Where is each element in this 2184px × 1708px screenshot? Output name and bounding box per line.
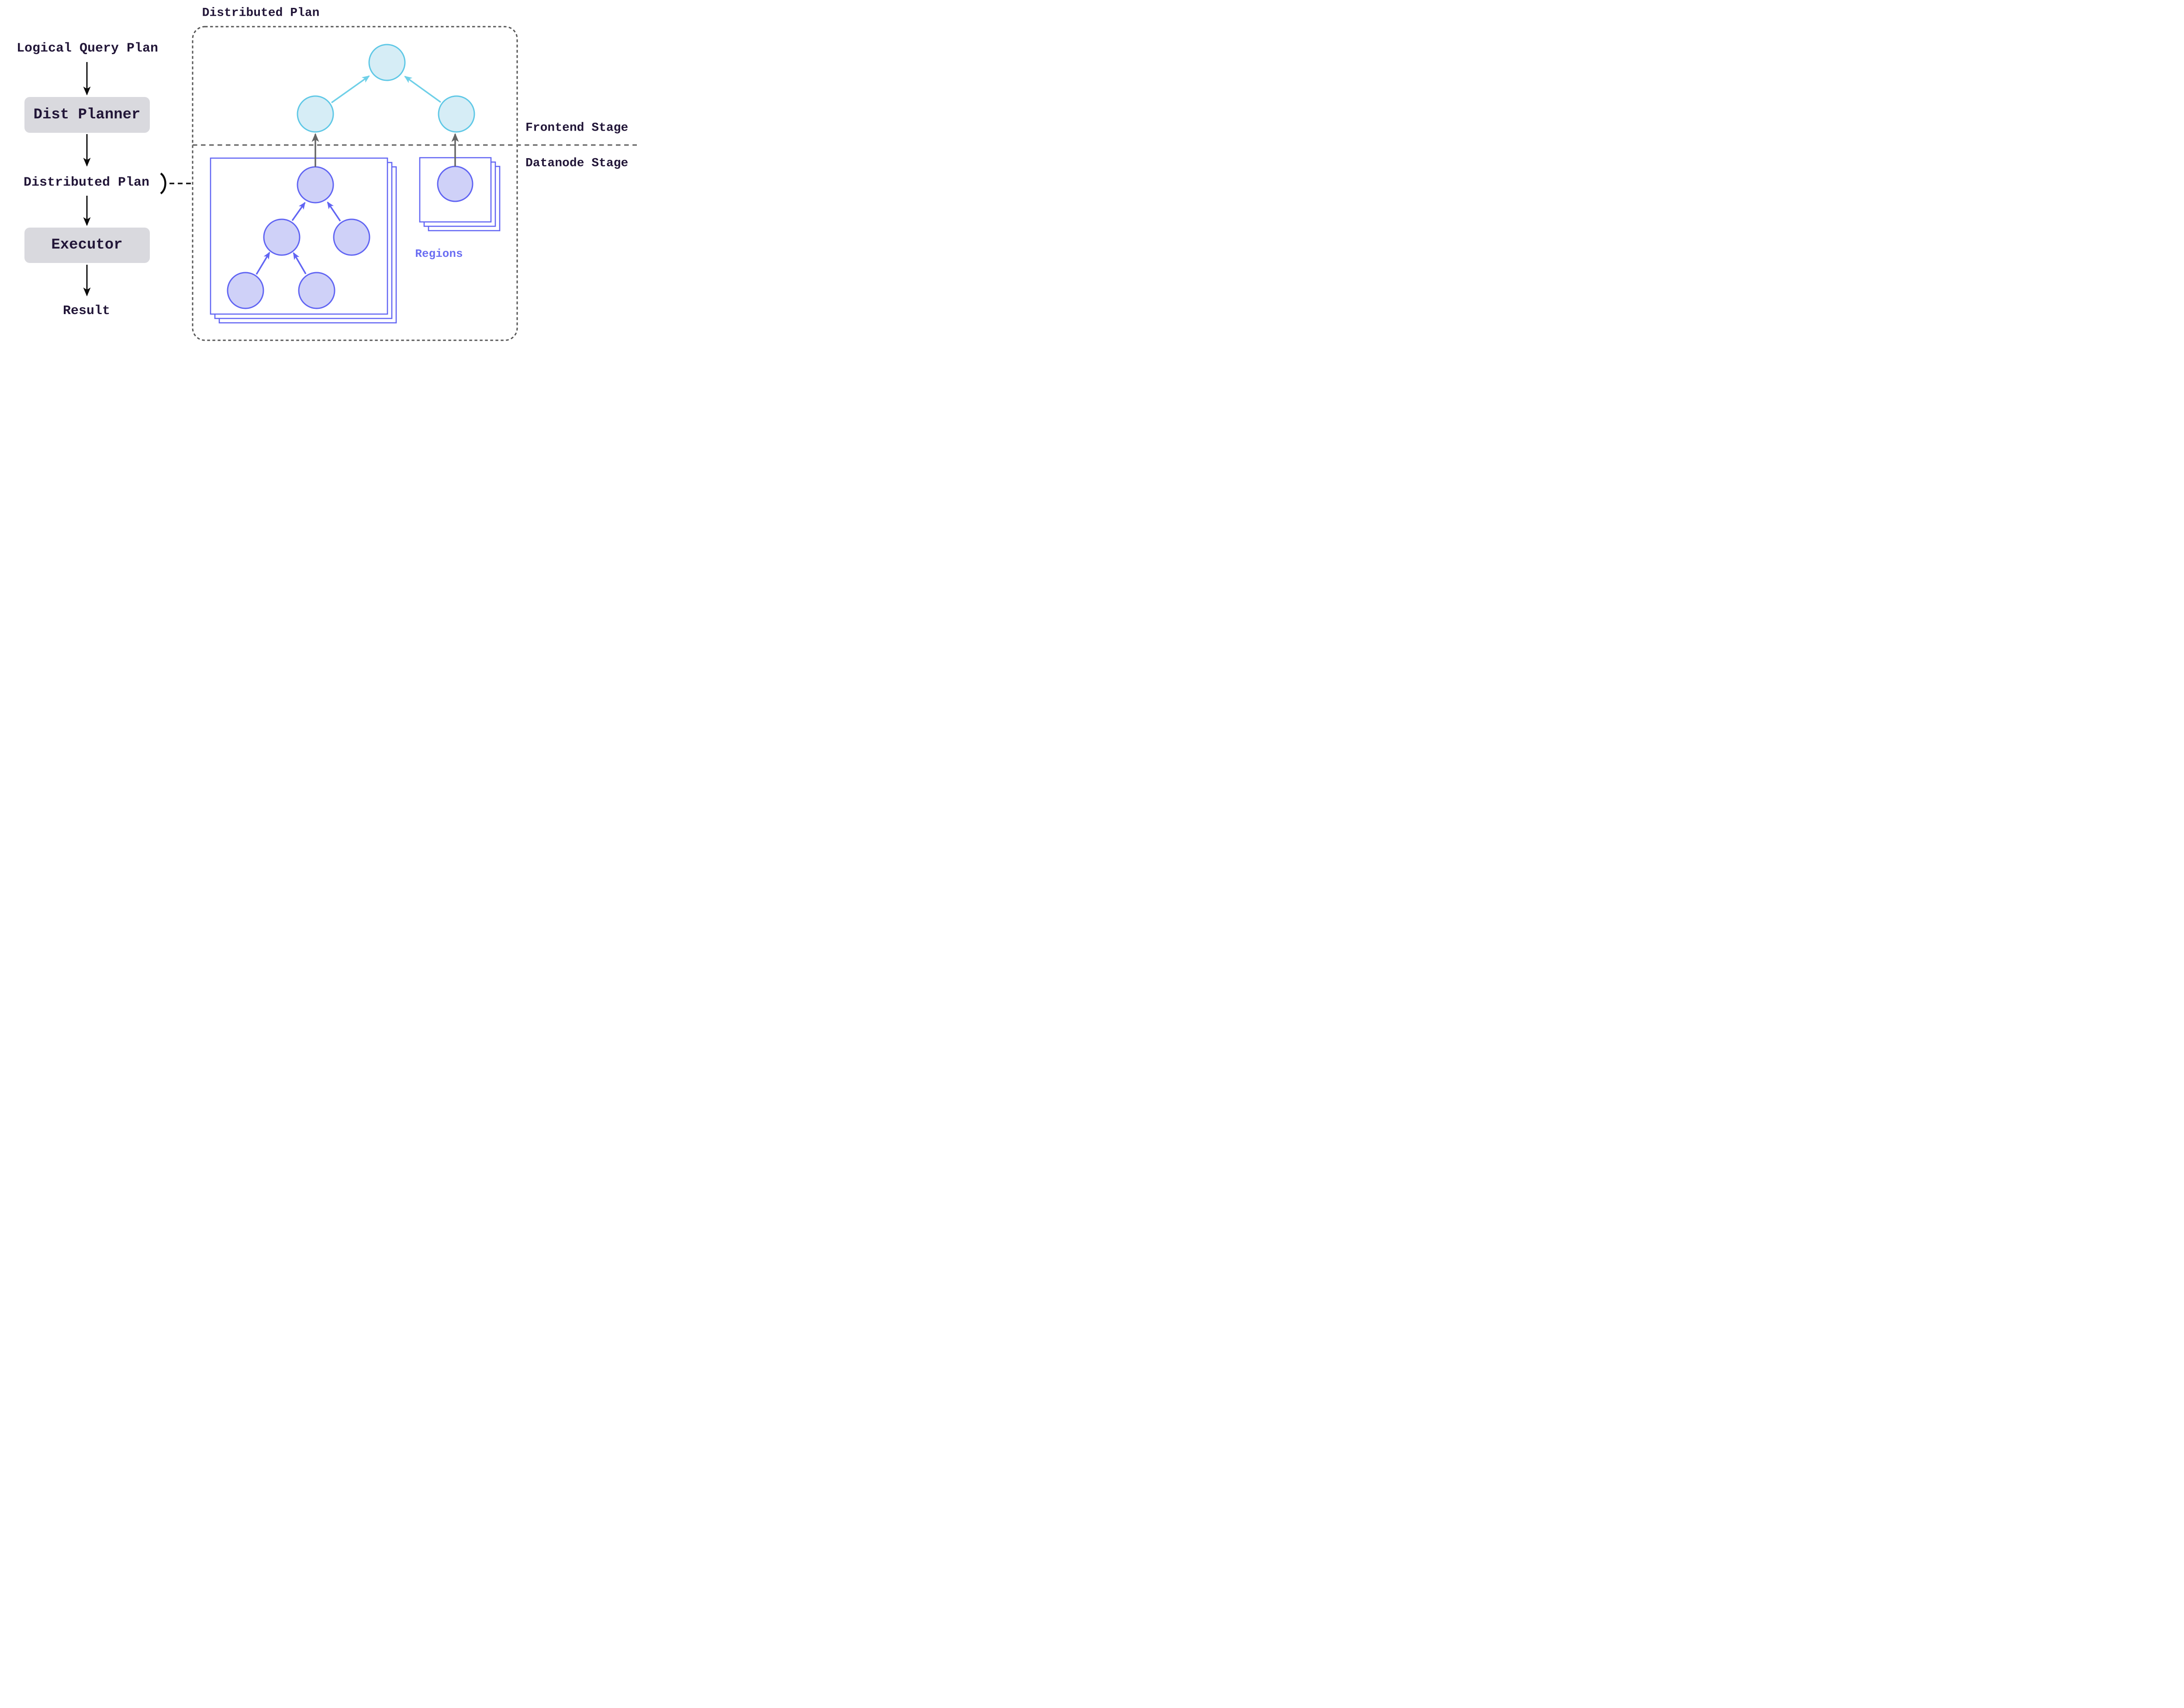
frontend-stage-label: Frontend Stage [525,121,628,135]
distributed-plan-flow-label: Distributed Plan [24,175,149,190]
datanode-arrow-bottomleft-to-mid [256,252,270,275]
datanode-left-mid-right-node [333,218,370,256]
distributed-plan-title: Distributed Plan [202,7,320,20]
datanode-left-leaf-mid-node [298,272,335,309]
datanode-left-mid-left-node [263,218,301,256]
datanode-arrow-bottommid-to-mid [293,252,307,274]
left-region-stack [210,157,397,324]
datanode-arrow-midright-to-root [327,201,341,221]
frontend-arrow-right-child-to-root [404,76,442,103]
result-label: Result [63,304,110,318]
frontend-left-node [297,95,334,133]
frontend-stage-tree [297,44,475,133]
executor-label: Executor [51,237,122,253]
frontend-arrow-left-child-to-root [331,75,370,104]
distributed-plan-container: Distributed Plan Frontend Stage Datanode… [192,7,637,341]
datanode-left-root-node [297,166,334,204]
executor-box [24,228,150,263]
dist-planner-box [24,97,150,133]
plan-brace-bracket [160,173,166,194]
datanode-arrow-midleft-to-root [291,202,306,221]
logical-query-plan-label: Logical Query Plan [17,41,158,56]
datanode-left-leaf-left-node [227,272,264,309]
query-flow-column: Logical Query Plan Dist Planner Distribu… [17,41,192,318]
frontend-right-node [438,95,475,133]
dist-planner-label: Dist Planner [34,107,141,123]
diagram-canvas: Logical Query Plan Dist Planner Distribu… [17,7,637,341]
right-region-stack [419,157,501,232]
distributed-plan-dashed-border [192,26,518,341]
distributed-plan-diagram: Logical Query Plan Dist Planner Distribu… [0,0,638,342]
frontend-root-node [368,44,406,81]
datanode-right-root-node [437,166,473,202]
regions-label: Regions [415,247,463,260]
datanode-stage-label: Datanode Stage [525,157,628,170]
